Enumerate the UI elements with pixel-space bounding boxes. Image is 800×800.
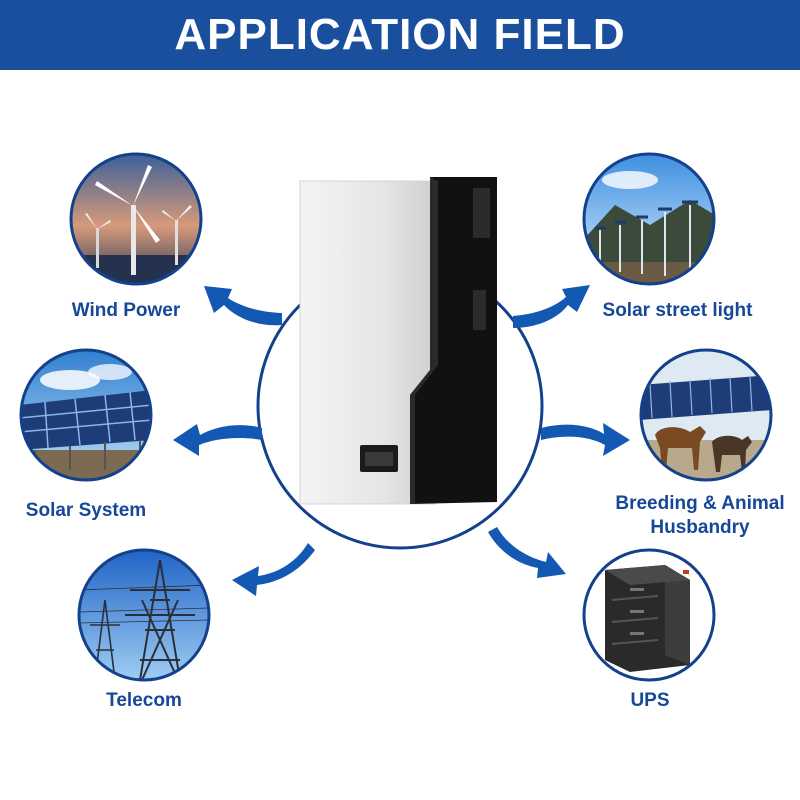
- arrow-telecom: [232, 543, 315, 596]
- label-solar-system: Solar System: [25, 500, 147, 521]
- wind-turbine-icon: [69, 152, 203, 286]
- transmission-tower-icon: [77, 548, 211, 682]
- label-ups: UPS: [630, 690, 670, 711]
- arrow-streetlight: [513, 285, 590, 328]
- wall-battery-icon: [299, 177, 497, 505]
- horses-icon: [639, 348, 773, 482]
- arrows: [173, 285, 630, 596]
- page-title: APPLICATION FIELD: [174, 10, 626, 59]
- battery-cabinet-icon: [582, 548, 716, 682]
- label-wind-power: Wind Power: [71, 300, 181, 321]
- arrow-ups: [488, 527, 566, 578]
- arrow-wind: [204, 286, 282, 326]
- label-solar-street-light: Solar street light: [602, 300, 753, 321]
- header-banner: APPLICATION FIELD: [0, 0, 800, 70]
- label-breeding-animal-husbandry: Breeding & Animal Husbandry: [615, 493, 785, 538]
- solar-panel-icon: [19, 348, 153, 482]
- arrow-solar: [173, 424, 262, 456]
- arrow-breeding: [541, 423, 630, 456]
- label-telecom: Telecom: [106, 690, 182, 711]
- street-light-icon: [582, 152, 716, 286]
